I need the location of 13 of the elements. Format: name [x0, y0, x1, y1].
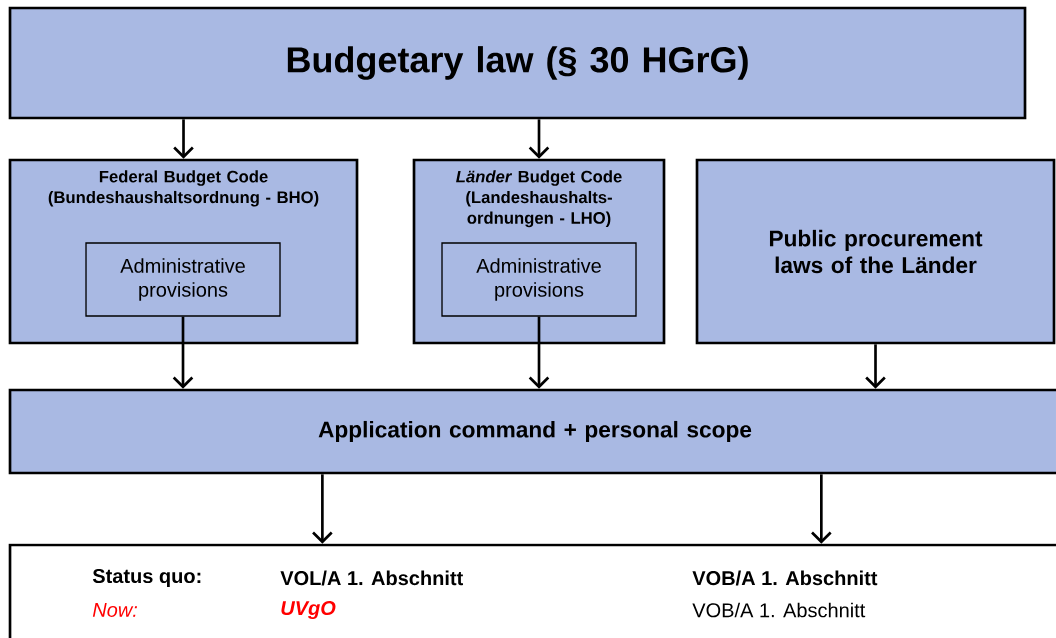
law-box: Budgetary law (§ 30 HGrG): [8, 6, 1027, 120]
arrow: [172, 316, 194, 389]
arrow: [811, 474, 832, 544]
arrow: [865, 344, 886, 389]
arrow: [528, 316, 550, 389]
scope-box: Application command + personal scope: [8, 388, 1056, 475]
arrow: [173, 119, 194, 159]
arrow: [528, 119, 550, 159]
provisions-box: Administrative provisions: [85, 242, 281, 317]
rules-table-box: Status quo: VOL/A 1. Abschnitt VOB/A 1. Abschnitt Now: UVgO VOB/A 1. Abschnitt: [8, 543, 1056, 638]
procurement-box: Public procurement laws of the Länder: [695, 158, 1056, 345]
provisions-box: Administrative provisions: [441, 242, 637, 317]
arrow: [312, 474, 333, 544]
